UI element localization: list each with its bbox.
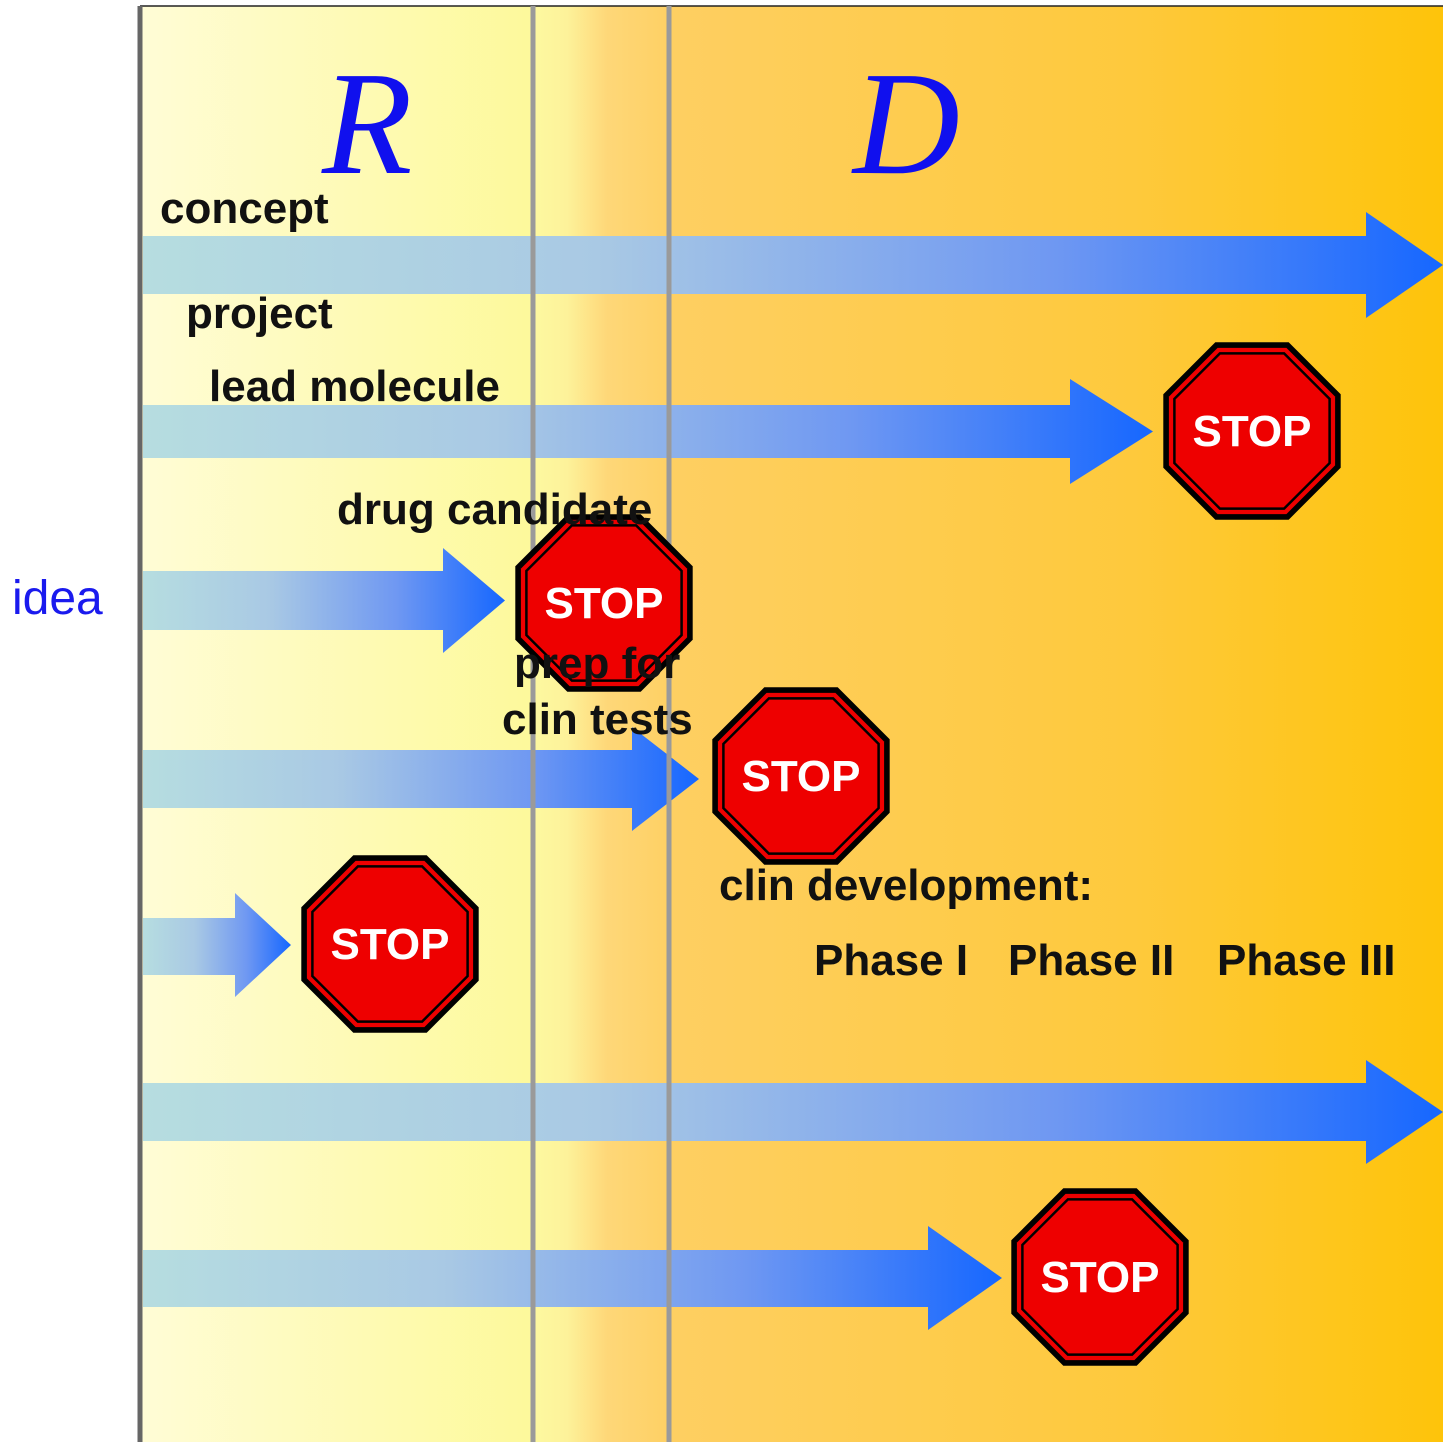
drug-candidate-arrow [143, 548, 505, 653]
idea-label: idea [12, 572, 103, 625]
phase-2-label: Phase II [1008, 936, 1175, 985]
concept-label: concept [160, 184, 329, 233]
project-label: project [186, 289, 333, 338]
development-heading: D [853, 42, 960, 206]
stop-sign-rim [306, 860, 474, 1028]
stop-sign-rim [520, 519, 688, 687]
stop-sign-rim [1016, 1193, 1184, 1361]
drug-candidate-label: drug candidate [337, 485, 653, 534]
prep-clin-arrow [143, 727, 699, 831]
clin-dev-arrow [143, 1060, 1443, 1164]
phase-1-label: Phase I [814, 936, 969, 985]
stop-sign-inner-border [1021, 1198, 1179, 1356]
lead-molecule-arrow [143, 379, 1153, 484]
phase-3-label: Phase III [1217, 936, 1396, 985]
concept-arrow [143, 212, 1443, 318]
stop-sign-rim [717, 692, 885, 860]
prep-label-line2: clin tests [502, 695, 693, 744]
stop-sign-rim [1168, 347, 1336, 515]
stop-sign-label: STOP [741, 752, 860, 801]
prep-label-line1: prep for [514, 639, 681, 688]
stop-sign-label: STOP [1040, 1253, 1159, 1302]
stop-sign-label: STOP [544, 579, 663, 628]
project-arrow [143, 893, 291, 997]
stop-sign-prep-clin: STOP [712, 687, 890, 865]
stop-sign-lead-molecule: STOP [1163, 342, 1341, 520]
stop-sign-inner-border [1173, 352, 1331, 510]
research-heading: R [322, 42, 413, 206]
stop-sign-label: STOP [1192, 407, 1311, 456]
clin-development-label: clin development: [719, 861, 1094, 910]
stop-sign-inner-border [722, 697, 880, 855]
phase-arrow [143, 1226, 1002, 1330]
stop-sign-drug-candidate: STOP [515, 514, 693, 692]
stop-sign-inner-border [525, 524, 683, 682]
lead-molecule-label: lead molecule [209, 362, 501, 411]
stop-sign-label: STOP [330, 920, 449, 969]
stop-sign-inner-border [311, 865, 469, 1023]
stop-sign-project: STOP [301, 855, 479, 1033]
stop-sign-phase: STOP [1011, 1188, 1189, 1366]
